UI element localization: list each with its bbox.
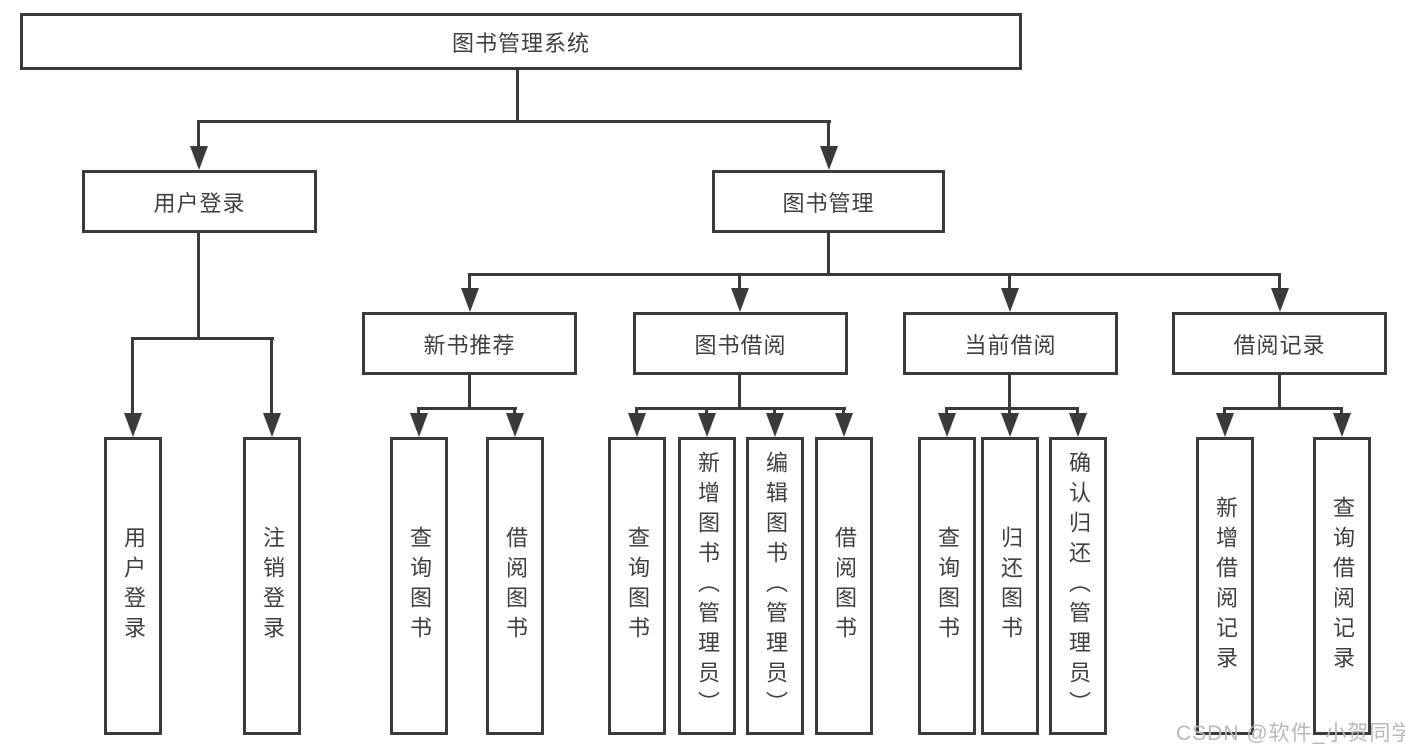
node-label: 用户登录 (153, 190, 246, 216)
connector-arrow-down-icon (1069, 407, 1087, 437)
connector-line (132, 337, 274, 340)
connector-line (418, 407, 517, 410)
node-borrow-records: 借阅记录 (1172, 312, 1387, 375)
node-label: 图书管理 (782, 190, 875, 216)
node-borrow-query-books: 查询图书 (608, 437, 666, 735)
node-label: 借阅图书 (503, 526, 528, 646)
node-label: 借阅图书 (832, 526, 857, 646)
node-label: 编辑图书（管理员） (763, 451, 788, 721)
connector-line (198, 120, 831, 123)
connector-arrow-down-icon (1001, 273, 1019, 312)
connector-arrow-down-icon (628, 407, 646, 437)
node-label: 注销登录 (260, 526, 285, 646)
connector-arrow-down-icon (1333, 407, 1351, 437)
node-label: 查询图书 (407, 526, 432, 646)
node-label: 图书借阅 (694, 332, 787, 358)
connector-arrow-down-icon (835, 407, 853, 437)
connector-line (516, 70, 519, 120)
connector-arrow-down-icon (124, 337, 142, 437)
node-user-login-leaf: 用户登录 (104, 437, 162, 735)
connector-line (468, 375, 471, 407)
node-label: 新增借阅记录 (1213, 496, 1238, 676)
node-label: 图书管理系统 (451, 30, 590, 56)
node-label: 查询借阅记录 (1330, 496, 1355, 676)
connector-arrow-down-icon (1001, 407, 1019, 437)
node-book-borrow: 图书借阅 (633, 312, 848, 375)
connector-line (946, 407, 1079, 410)
connector-arrow-down-icon (698, 407, 716, 437)
connector-arrow-down-icon (731, 273, 749, 312)
node-new-book-recommend: 新书推荐 (362, 312, 577, 375)
connector-line (1278, 375, 1281, 407)
node-current-borrow: 当前借阅 (903, 312, 1118, 375)
connector-line (197, 233, 200, 337)
node-newbooks-query-books: 查询图书 (390, 437, 448, 735)
node-label: 新增图书（管理员） (695, 451, 720, 721)
node-borrow-add-books-admin: 新增图书（管理员） (678, 437, 736, 735)
node-user-login: 用户登录 (82, 170, 317, 233)
connector-line (636, 407, 846, 410)
node-current-query-books: 查询图书 (918, 437, 976, 735)
node-records-add-record: 新增借阅记录 (1196, 437, 1254, 735)
node-borrow-lend-books: 借阅图书 (815, 437, 873, 735)
node-label: 当前借阅 (964, 332, 1057, 358)
connector-arrow-down-icon (461, 273, 479, 312)
connector-line (827, 233, 830, 273)
node-current-confirm-return-admin: 确认归还（管理员） (1049, 437, 1107, 735)
node-records-query-record: 查询借阅记录 (1313, 437, 1371, 735)
connector-line (1008, 375, 1011, 407)
csdn-watermark: CSDN @软件_小贺同学 (1176, 722, 1405, 745)
connector-arrow-down-icon (1216, 407, 1234, 437)
connector-arrow-down-icon (938, 407, 956, 437)
node-library-management-system: 图书管理系统 (20, 13, 1022, 70)
node-label: 新书推荐 (423, 332, 516, 358)
node-label: 查询图书 (935, 526, 960, 646)
connector-arrow-down-icon (190, 120, 208, 170)
node-book-management: 图书管理 (712, 170, 945, 233)
node-label: 查询图书 (625, 526, 650, 646)
node-label: 确认归还（管理员） (1066, 451, 1091, 721)
connector-arrow-down-icon (766, 407, 784, 437)
connector-line (469, 273, 1281, 276)
connector-arrow-down-icon (263, 337, 281, 437)
node-label: 用户登录 (121, 526, 146, 646)
node-label: 借阅记录 (1233, 332, 1326, 358)
connector-arrow-down-icon (506, 407, 524, 437)
node-borrow-edit-books-admin: 编辑图书（管理员） (746, 437, 804, 735)
node-current-return-books: 归还图书 (981, 437, 1039, 735)
connector-arrow-down-icon (1271, 273, 1289, 312)
node-newbooks-borrow-books: 借阅图书 (486, 437, 544, 735)
node-label: 归还图书 (998, 526, 1023, 646)
connector-line (1224, 407, 1343, 410)
node-logout: 注销登录 (243, 437, 301, 735)
connector-line (738, 375, 741, 407)
connector-arrow-down-icon (820, 120, 838, 170)
connector-arrow-down-icon (410, 407, 428, 437)
